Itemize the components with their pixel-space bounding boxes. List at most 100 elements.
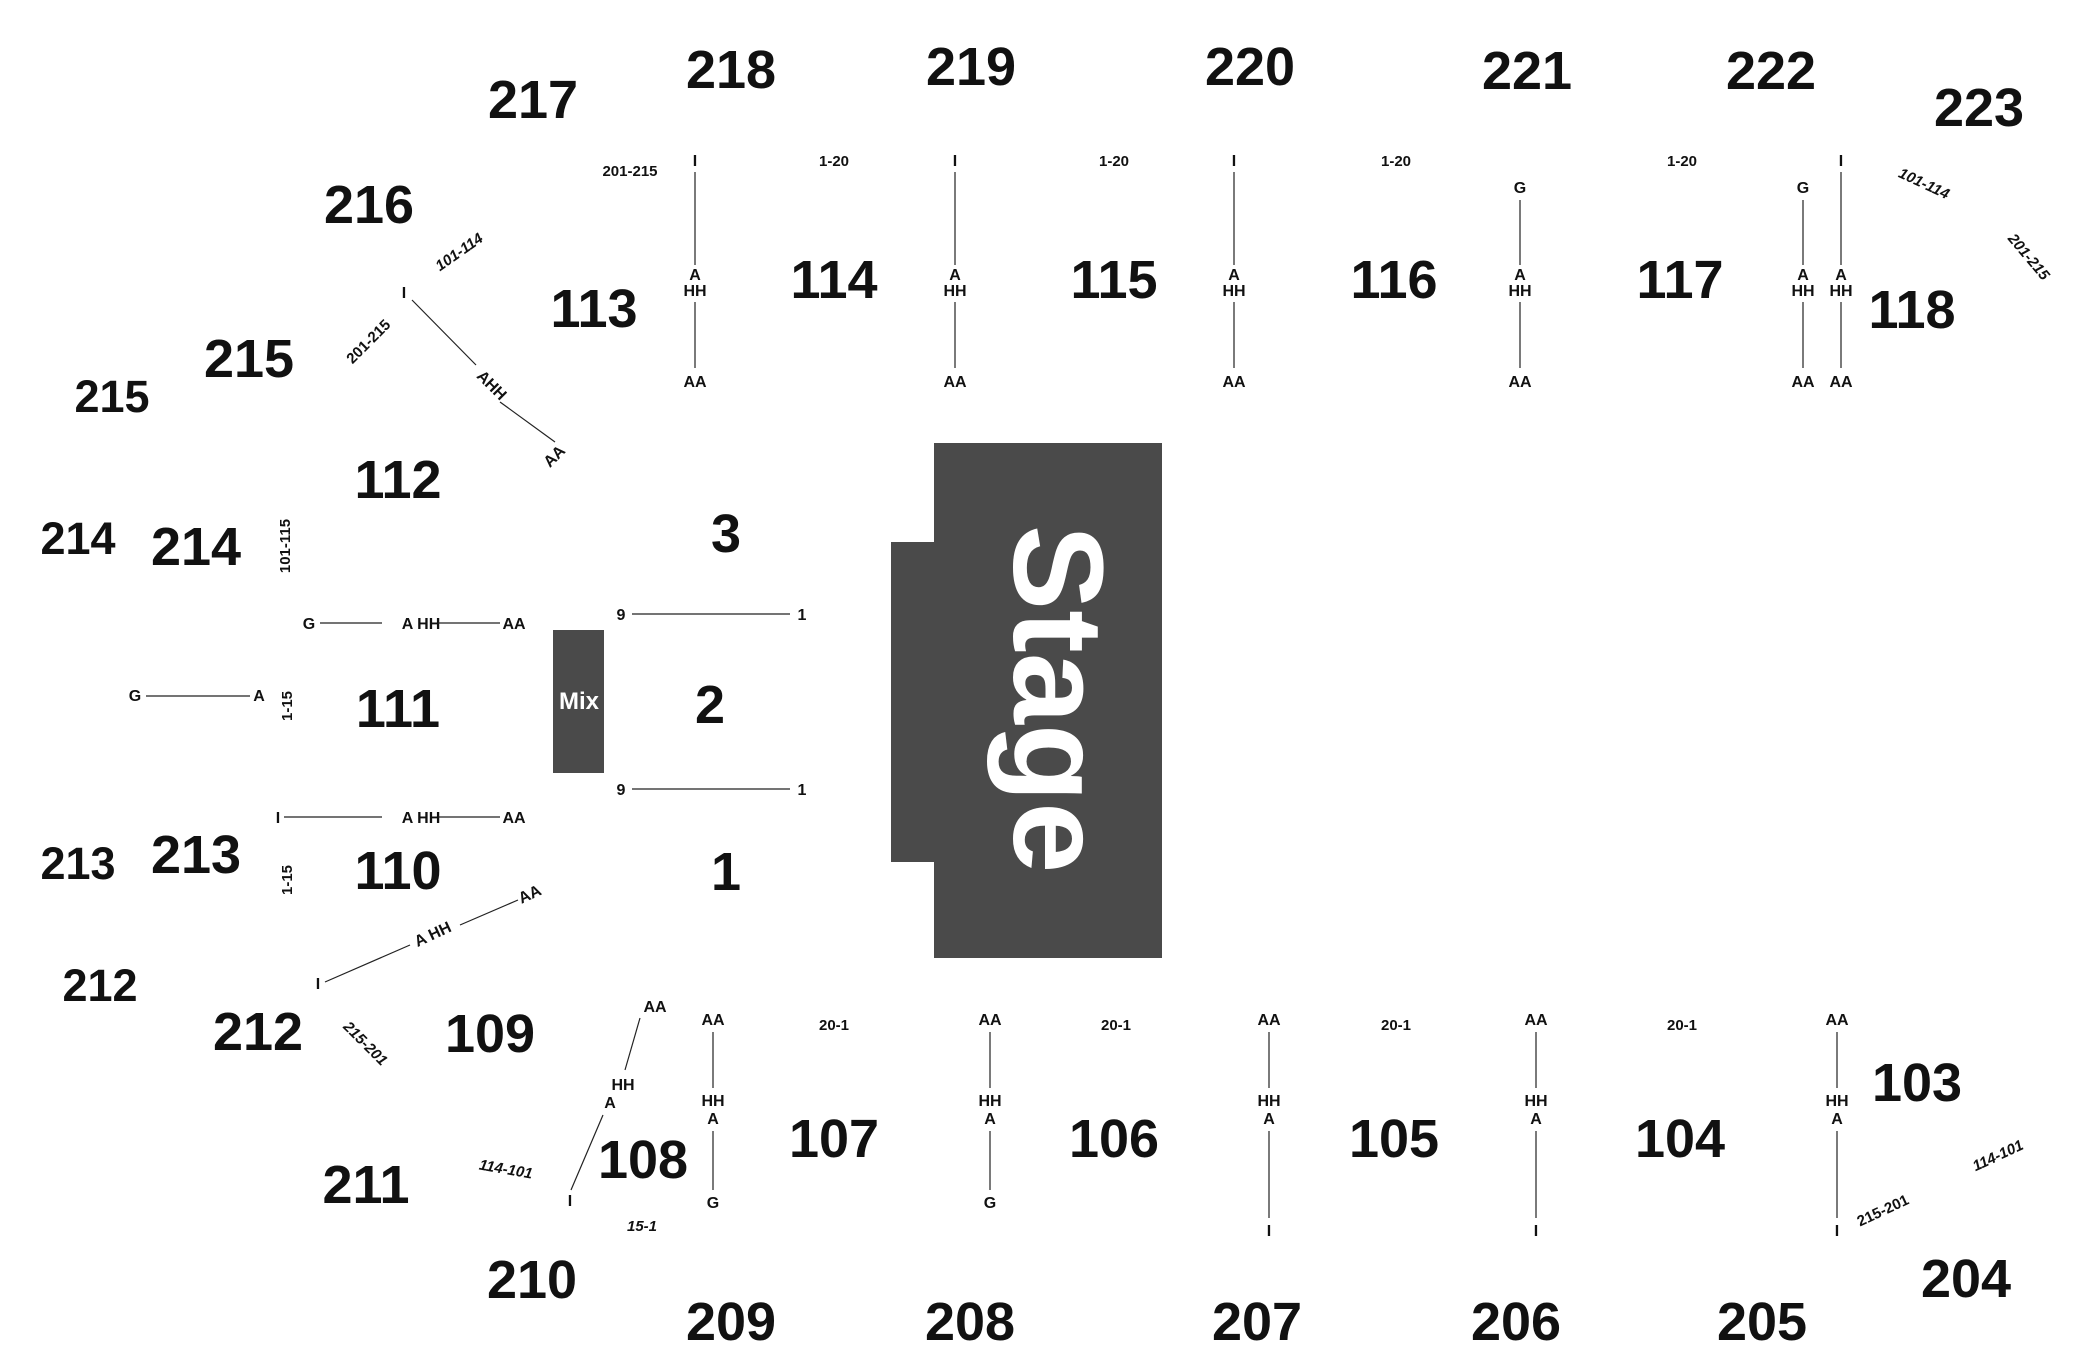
section-112[interactable]: 112 bbox=[354, 450, 441, 510]
row-label: A bbox=[1228, 267, 1240, 284]
section-113[interactable]: 113 bbox=[550, 279, 637, 339]
row-label: A bbox=[984, 1111, 996, 1128]
section-219[interactable]: 219 bbox=[926, 37, 1016, 97]
section-212-outer[interactable]: 212 bbox=[62, 960, 137, 1011]
aisle-line bbox=[324, 944, 411, 983]
row-label: G bbox=[303, 616, 315, 633]
section-104[interactable]: 104 bbox=[1635, 1109, 1725, 1169]
section-221[interactable]: 221 bbox=[1482, 41, 1572, 101]
section-118[interactable]: 118 bbox=[1868, 280, 1955, 340]
section-105[interactable]: 105 bbox=[1349, 1109, 1439, 1169]
section-213-outer[interactable]: 213 bbox=[40, 838, 115, 889]
mix-label: Mix bbox=[559, 688, 600, 715]
section-2[interactable]: 2 bbox=[695, 675, 725, 735]
section-204[interactable]: 204 bbox=[1921, 1249, 2011, 1309]
section-222[interactable]: 222 bbox=[1726, 41, 1816, 101]
seat-range: 101-115 bbox=[277, 519, 294, 573]
seat-label: 9 bbox=[617, 782, 626, 799]
section-109[interactable]: 109 bbox=[445, 1004, 535, 1064]
row-label: I bbox=[316, 976, 320, 993]
row-label: I bbox=[276, 810, 280, 827]
section-212[interactable]: 212 bbox=[213, 1002, 303, 1062]
row-label: HH bbox=[1222, 283, 1245, 300]
section-220[interactable]: 220 bbox=[1205, 37, 1295, 97]
section-209[interactable]: 209 bbox=[686, 1292, 776, 1352]
row-label: AA bbox=[643, 999, 667, 1016]
row-label: AA bbox=[541, 442, 570, 471]
aisle-line bbox=[499, 401, 556, 443]
row-label: HH bbox=[1524, 1093, 1547, 1110]
row-label: HH bbox=[1508, 283, 1531, 300]
row-label: HH bbox=[1257, 1093, 1280, 1110]
section-110[interactable]: 110 bbox=[354, 841, 441, 901]
row-label: AA bbox=[1222, 374, 1246, 391]
row-label: A bbox=[949, 267, 961, 284]
seat-label: 1 bbox=[798, 782, 807, 799]
section-210[interactable]: 210 bbox=[487, 1250, 577, 1310]
stage-label: Stage bbox=[986, 525, 1129, 874]
seat-range: 1-15 bbox=[279, 691, 296, 721]
seat-range: 1-20 bbox=[1667, 153, 1697, 170]
row-label: HH bbox=[1825, 1093, 1848, 1110]
aisle-line bbox=[624, 1017, 641, 1071]
row-label: AA bbox=[1257, 1012, 1281, 1029]
section-103[interactable]: 103 bbox=[1872, 1053, 1962, 1113]
section-106[interactable]: 106 bbox=[1069, 1109, 1159, 1169]
section-108[interactable]: 108 bbox=[598, 1130, 688, 1190]
seat-range: 15-1 bbox=[627, 1218, 657, 1235]
aisle-line bbox=[570, 1114, 604, 1191]
mix-position[interactable] bbox=[553, 630, 604, 773]
section-205[interactable]: 205 bbox=[1717, 1292, 1807, 1352]
section-211[interactable]: 211 bbox=[322, 1155, 409, 1215]
stage[interactable] bbox=[891, 443, 1162, 958]
seat-range: 201-215 bbox=[343, 316, 394, 367]
row-label: A bbox=[253, 688, 265, 705]
section-208[interactable]: 208 bbox=[925, 1292, 1015, 1352]
seat-range: 20-1 bbox=[1667, 1017, 1697, 1034]
row-label: G bbox=[129, 688, 141, 705]
section-206[interactable]: 206 bbox=[1471, 1292, 1561, 1352]
row-label: AA bbox=[978, 1012, 1002, 1029]
seat-range: 101-114 bbox=[1896, 165, 1953, 203]
section-115[interactable]: 115 bbox=[1070, 250, 1157, 310]
section-3[interactable]: 3 bbox=[711, 504, 741, 564]
section-217[interactable]: 217 bbox=[488, 70, 578, 130]
aisle-line bbox=[459, 899, 519, 926]
aisle-line bbox=[411, 299, 477, 366]
row-label: HH bbox=[978, 1093, 1001, 1110]
section-116[interactable]: 116 bbox=[1350, 250, 1437, 310]
section-111[interactable]: 111 bbox=[356, 679, 440, 739]
row-label: A HH bbox=[402, 810, 441, 827]
seat-range: 101-114 bbox=[432, 230, 486, 275]
section-114[interactable]: 114 bbox=[790, 250, 877, 310]
seat-range: 215-201 bbox=[1855, 1192, 1912, 1231]
row-label: A bbox=[1263, 1111, 1275, 1128]
section-215-outer[interactable]: 215 bbox=[74, 371, 149, 422]
section-215[interactable]: 215 bbox=[204, 329, 294, 389]
row-label: G bbox=[1797, 180, 1809, 197]
section-214[interactable]: 214 bbox=[151, 517, 241, 577]
seat-range: 1-20 bbox=[1381, 153, 1411, 170]
section-207[interactable]: 207 bbox=[1212, 1292, 1302, 1352]
row-label: I bbox=[1232, 153, 1236, 170]
section-218[interactable]: 218 bbox=[686, 40, 776, 100]
row-label: A bbox=[689, 267, 701, 284]
seat-label: 9 bbox=[617, 607, 626, 624]
section-213[interactable]: 213 bbox=[151, 825, 241, 885]
section-223[interactable]: 223 bbox=[1934, 78, 2024, 138]
row-label: HH bbox=[1791, 283, 1814, 300]
section-117[interactable]: 117 bbox=[1636, 250, 1723, 310]
section-1[interactable]: 1 bbox=[711, 842, 741, 902]
row-label: I bbox=[693, 153, 697, 170]
section-216[interactable]: 216 bbox=[324, 175, 414, 235]
row-label: I bbox=[402, 285, 406, 302]
row-label: I bbox=[953, 153, 957, 170]
row-label: A bbox=[1797, 267, 1809, 284]
row-label: HH bbox=[701, 1093, 724, 1110]
seat-range: 215-201 bbox=[339, 1018, 391, 1070]
section-107[interactable]: 107 bbox=[789, 1109, 879, 1169]
section-214-outer[interactable]: 214 bbox=[40, 513, 115, 564]
row-label: I bbox=[1534, 1223, 1538, 1240]
row-label: A HH bbox=[412, 919, 454, 951]
